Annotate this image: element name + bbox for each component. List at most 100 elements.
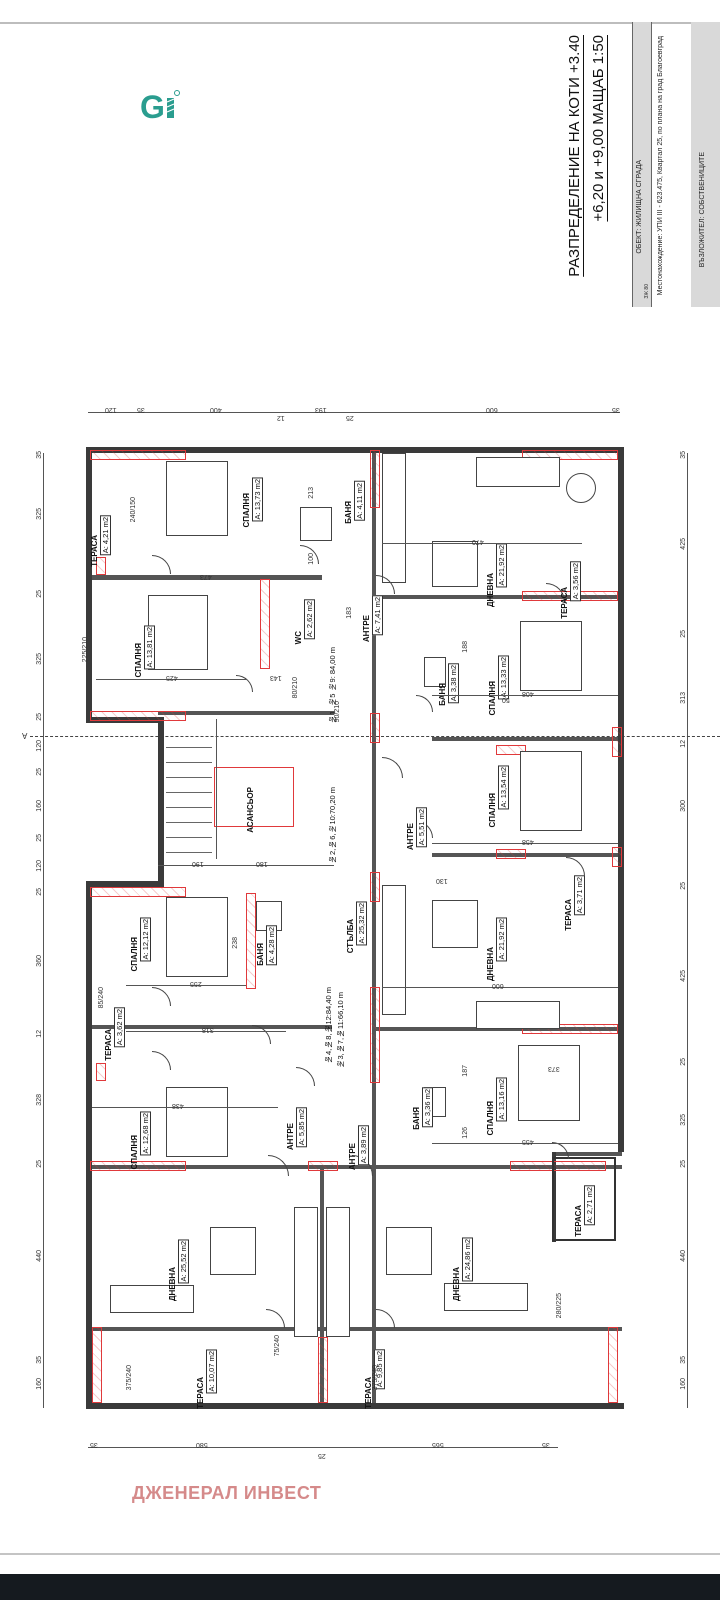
- dim-right-11: 440: [680, 1250, 687, 1262]
- viewer-top-divider: [0, 22, 720, 24]
- dim-line: [432, 843, 618, 844]
- dim-left-13: 328: [36, 1094, 43, 1106]
- dim-190: 190: [192, 860, 204, 867]
- window-dim: 75/240: [274, 1335, 281, 1357]
- room-name: СПАЛНЯ: [486, 1101, 495, 1136]
- dining-table: [386, 1227, 432, 1275]
- room-name: ДНЕВНА: [486, 573, 495, 608]
- viewer-bottom-divider: [0, 1553, 720, 1555]
- dim-left-14: 25: [36, 1160, 43, 1168]
- dim-255: 255: [190, 980, 202, 987]
- stair-landing-line: [216, 719, 217, 859]
- door-dim: 80/210: [292, 677, 299, 699]
- room-area: A: 3,62 m2: [114, 1007, 125, 1048]
- dim-top-35b: 35: [612, 406, 620, 413]
- room-area: A: 24,86 m2: [462, 1237, 473, 1282]
- room-name: БАНЯ: [344, 501, 353, 524]
- wall-living-bedroom-divider-1: [376, 595, 618, 599]
- wall-bedroom-divider-3: [92, 1025, 332, 1029]
- door-swing: [268, 1155, 289, 1176]
- dining-table: [432, 900, 478, 948]
- dim-213: 213: [308, 487, 315, 499]
- top-dimension-line: [88, 412, 620, 413]
- system-navigation-bar: [0, 1574, 720, 1600]
- sofa: [444, 1283, 528, 1311]
- title-block-location-cell: Местонахождение: УПИ III - 623.475, Квар…: [651, 22, 692, 307]
- dim-line: [382, 543, 582, 544]
- room-name: ДНЕВНА: [452, 1267, 461, 1302]
- room-area: A: 3,71 m2: [574, 875, 585, 916]
- dim-left-10: 25: [36, 888, 43, 896]
- wall-bedroom-2: [432, 737, 618, 741]
- window: [90, 887, 186, 897]
- room-name: СПАЛНЯ: [134, 643, 143, 678]
- door-swing: [152, 1051, 171, 1070]
- window: [92, 1327, 102, 1403]
- dim-right-0: 35: [680, 451, 687, 459]
- dim-top-35: 35: [137, 406, 145, 413]
- object-sub-label: ЗЖ 80: [644, 284, 650, 299]
- room-area: A: 12,12 m2: [140, 917, 151, 962]
- double-bed: [148, 595, 208, 670]
- window: [612, 847, 622, 867]
- apartment-note-3: №4,№8,№12:84,40 m: [324, 987, 333, 1065]
- dim-187: 187: [462, 1065, 469, 1077]
- dim-473: 473: [200, 573, 212, 580]
- dim-right-2: 25: [680, 630, 687, 638]
- company-watermark: ДЖЕНЕРАЛ ИНВЕСТ: [132, 1483, 322, 1503]
- location-label: Местонахождение: УПИ III - 623.475, Квар…: [657, 36, 664, 296]
- room-name: ТЕРАСА: [90, 535, 99, 567]
- dim-438: 438: [172, 1102, 184, 1109]
- room-area: A: 21,92 m2: [496, 917, 507, 962]
- dim-425: 425: [166, 674, 178, 681]
- room-area: A: 13,73 m2: [252, 477, 263, 522]
- dim-line: [92, 1107, 278, 1108]
- dim-right-7: 425: [680, 970, 687, 982]
- wall-small-terrace: [552, 1152, 622, 1156]
- dim-top-600: 600: [486, 406, 498, 413]
- floor-plan: СПАЛНЯ A: 13,73 m2 БАНЯ A: 4,11 m2 ТЕРАС…: [82, 447, 624, 1409]
- stair-tread: [166, 792, 212, 793]
- double-bed: [520, 751, 582, 831]
- room-name: WC: [294, 631, 303, 645]
- window: [260, 579, 270, 669]
- window: [370, 450, 380, 508]
- room-area: A: 13,81 m2: [144, 625, 155, 670]
- room-name: ДНЕВНА: [168, 1267, 177, 1302]
- door-swing: [416, 695, 433, 712]
- right-dimension-line: [687, 453, 688, 1408]
- dim-left-6: 25: [36, 768, 43, 776]
- room-name: СПАЛНЯ: [130, 1135, 139, 1170]
- room-name: АНТРЕ: [348, 1143, 357, 1171]
- double-bed: [166, 897, 228, 977]
- dim-408: 408: [522, 690, 534, 697]
- shower: [424, 657, 446, 687]
- dim-left-2: 25: [36, 590, 43, 598]
- room-area: A: 2,62 m2: [304, 599, 315, 640]
- window: [522, 1024, 618, 1034]
- dim-right-6: 25: [680, 882, 687, 890]
- room-name: ТЕРАСА: [560, 587, 569, 619]
- title-block-client-cell: ВЪЗЛОЖИТЕЛ: СОБСТВЕНИЦИТЕ: [691, 22, 720, 307]
- dim-left-9: 120: [36, 860, 43, 872]
- window: [510, 1161, 606, 1171]
- room-area: A: 3,89 m2: [358, 1125, 369, 1166]
- dim-right-3: 313: [680, 692, 687, 704]
- dim-bottom-35b: 35: [542, 1441, 550, 1448]
- wall-terrace-line: [92, 1327, 622, 1331]
- double-bed: [166, 1087, 228, 1157]
- window: [522, 450, 618, 460]
- shower: [300, 507, 332, 541]
- room-name: АНТРЕ: [286, 1123, 295, 1151]
- dim-600: 600: [492, 982, 504, 989]
- apartment-note-2: №2,№6,№10:70,20 m: [328, 787, 337, 865]
- dim-left-0: 35: [36, 451, 43, 459]
- wall-bedroom-divider-1: [92, 575, 322, 580]
- door-swing: [552, 1142, 569, 1159]
- stair-tread: [166, 822, 212, 823]
- window: [370, 987, 380, 1083]
- room-name: БАНЯ: [412, 1107, 421, 1130]
- sofa: [110, 1285, 194, 1313]
- svg-text:G: G: [140, 89, 165, 125]
- wall-right-upper: [618, 447, 624, 1152]
